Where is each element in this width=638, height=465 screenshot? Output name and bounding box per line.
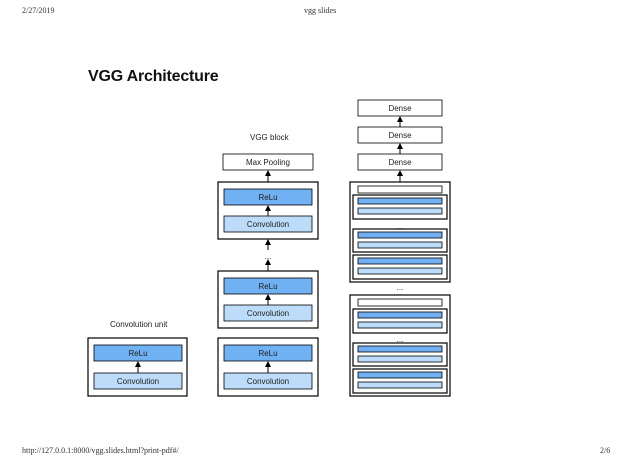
vgg-block-relu-bottom-label: ReLu [258, 349, 277, 358]
network-ellipsis: ... [397, 283, 404, 292]
conv-unit-conv-label: Convolution [117, 377, 159, 386]
dense-label-top: Dense [388, 104, 412, 113]
print-page-title: vgg slides [304, 6, 337, 15]
conv-unit-caption: Convolution unit [110, 320, 168, 329]
network-block-upper: ... [349, 181, 451, 283]
vgg-block-conv-mid-label: Convolution [247, 309, 289, 318]
vgg-block-conv-mid [223, 304, 313, 322]
dense-label-bottom: Dense [388, 158, 412, 167]
vgg-block-caption: VGG block [250, 133, 290, 142]
network-block-lower: ... [349, 294, 451, 397]
conv-unit: ReLu Convolution [87, 337, 188, 397]
conv-unit-conv [93, 372, 183, 390]
conv-unit-relu-label: ReLu [128, 349, 147, 358]
print-page-number: 2/6 [600, 446, 611, 455]
network-block-upper-ellipsis: ... [397, 222, 404, 231]
vgg-block-relu-top-label: ReLu [258, 193, 277, 202]
dense-label-mid: Dense [388, 131, 412, 140]
vgg-block-conv-bottom [223, 372, 313, 390]
network-block-lower-ellipsis: ... [397, 335, 404, 344]
max-pooling-label: Max Pooling [246, 158, 290, 167]
vgg-block-conv-top-label: Convolution [247, 220, 289, 229]
vgg-block-relu-mid-label: ReLu [258, 282, 277, 291]
vgg-block-conv-bottom-label: Convolution [247, 377, 289, 386]
print-url: http://127.0.0.1:8000/vgg.slides.html?pr… [22, 446, 179, 455]
slide-title: VGG Architecture [88, 68, 219, 85]
vgg-block-ellipsis: ... [265, 252, 272, 261]
vgg-block-conv-top [223, 215, 313, 233]
print-date: 2/27/2019 [22, 6, 55, 15]
